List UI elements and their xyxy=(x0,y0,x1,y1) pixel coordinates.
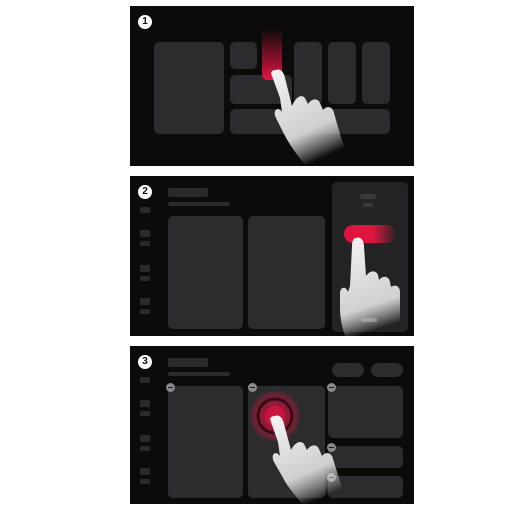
hand-icon xyxy=(270,415,352,504)
step-2-panel: 2 xyxy=(130,176,414,336)
widget-drag-highlight xyxy=(344,225,396,243)
drawer-footer-placeholder xyxy=(361,318,377,322)
step-1-panel: 1 xyxy=(130,6,414,166)
hand-icon xyxy=(271,69,356,166)
step-3-gesture xyxy=(130,346,414,504)
step-3-panel: 3 xyxy=(130,346,414,504)
step-2-gesture xyxy=(130,176,414,336)
step-1-gesture xyxy=(130,6,414,166)
